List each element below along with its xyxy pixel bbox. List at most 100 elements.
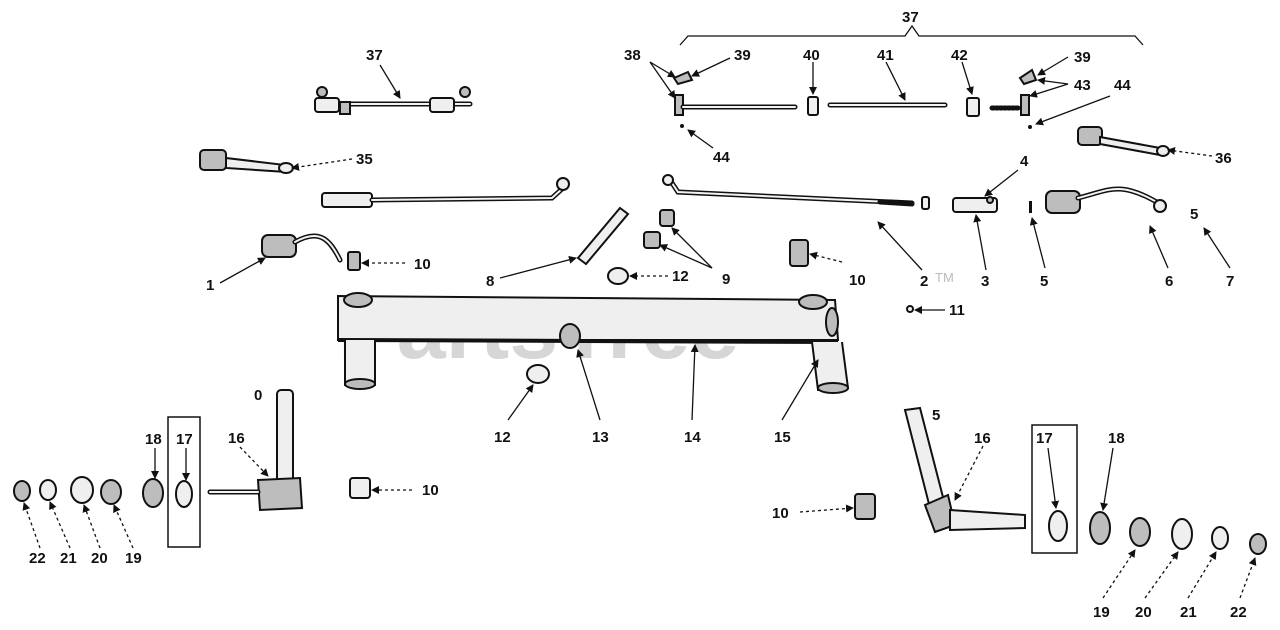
seal-box-right <box>1031 424 1078 554</box>
callout-41: 41 <box>877 47 894 64</box>
fitting-11 <box>906 305 914 313</box>
callout-35: 35 <box>356 151 373 168</box>
small-parts-top <box>347 206 914 313</box>
dust-cap-39-right <box>1018 68 1038 86</box>
spindle-left-assembly <box>13 389 371 548</box>
callout-20-left: 20 <box>91 550 108 567</box>
pivot-13 <box>559 323 581 349</box>
callout-3: 3 <box>981 273 989 290</box>
callout-5-alt: 5 <box>1190 206 1198 223</box>
drag-link <box>321 177 570 208</box>
callout-18-right: 18 <box>1108 430 1125 447</box>
drag-link-rod-2 <box>662 174 1032 213</box>
seal-17-left <box>175 480 193 508</box>
callout-42: 42 <box>951 47 968 64</box>
spindle-top-mark-left: 0 <box>254 387 262 404</box>
callout-15: 15 <box>774 429 791 446</box>
bearing-19-right <box>1129 517 1151 547</box>
callout-9: 9 <box>722 271 730 288</box>
callout-44-a: 44 <box>1114 77 1131 94</box>
washer-21-left <box>39 479 57 501</box>
callout-2: 2 <box>920 273 928 290</box>
bearing-19-left <box>100 479 122 505</box>
cotter-pin-44-left <box>680 124 684 128</box>
spindle-top-mark-right: 5 <box>932 407 940 424</box>
callout-17-left: 17 <box>176 431 193 448</box>
callout-21-right: 21 <box>1180 604 1197 621</box>
tie-rod-end-right <box>1020 94 1030 116</box>
bushing-10b <box>789 239 809 267</box>
callout-37-b: 37 <box>902 9 919 26</box>
callout-14: 14 <box>684 429 701 446</box>
dust-cap-39-left <box>672 70 694 86</box>
watermark-tm: TM <box>935 270 954 285</box>
bushing-9a <box>659 209 675 227</box>
spindle-arm-1 <box>261 233 343 263</box>
callout-13: 13 <box>592 429 609 446</box>
callout-38: 38 <box>624 47 641 64</box>
steering-arm-35 <box>199 149 294 174</box>
callout-36: 36 <box>1215 150 1232 167</box>
callout-21-left: 21 <box>60 550 77 567</box>
callout-17-right: 17 <box>1036 430 1053 447</box>
callout-39-b: 39 <box>1074 49 1091 66</box>
callout-20-right: 20 <box>1135 604 1152 621</box>
callout-10-a: 10 <box>414 256 431 273</box>
nut-22-right <box>1249 533 1267 555</box>
cotter-pin-44-right <box>1028 125 1032 129</box>
callout-11: 11 <box>949 302 965 319</box>
callout-40: 40 <box>803 47 820 64</box>
cup-20-right <box>1171 518 1193 550</box>
washer-21-right <box>1211 526 1229 550</box>
group-brace <box>679 24 1144 46</box>
bearing-18-right <box>1089 511 1111 545</box>
bushing-10c <box>349 477 371 499</box>
leader-lines <box>22 56 1257 599</box>
callout-1: 1 <box>206 277 214 294</box>
pin-5 <box>1029 201 1032 213</box>
spindle-right-assembly <box>854 406 1267 555</box>
pin-8 <box>576 206 630 266</box>
bearing-18-left <box>142 478 164 508</box>
callout-7: 7 <box>1226 273 1234 290</box>
callout-12-b: 12 <box>494 429 511 446</box>
callout-44-b: 44 <box>713 149 730 166</box>
callout-43: 43 <box>1074 77 1091 94</box>
callout-6: 6 <box>1165 273 1173 290</box>
callout-10-c: 10 <box>422 482 439 499</box>
washer-12b <box>526 364 550 384</box>
callout-10-d: 10 <box>772 505 789 522</box>
steering-arm-36 <box>1077 126 1170 157</box>
callout-5: 5 <box>1040 273 1048 290</box>
callout-10-b: 10 <box>849 272 866 289</box>
callout-16-right: 16 <box>974 430 991 447</box>
nut-22-left <box>13 480 31 502</box>
front-axle-beam <box>337 292 850 394</box>
clamp-42 <box>966 97 980 117</box>
callout-22-left: 22 <box>29 550 46 567</box>
sleeve-3 <box>952 197 998 213</box>
callout-labels: 1 2 3 4 5 6 7 5 8 9 10 10 10 10 11 12 12… <box>29 9 1247 621</box>
seal-box-left <box>167 416 201 548</box>
callout-37-a: 37 <box>366 47 383 64</box>
bushing-10d <box>854 493 876 520</box>
spindle-arm-6 <box>1045 186 1167 214</box>
bushing-10a <box>347 251 361 271</box>
callout-16-left: 16 <box>228 430 245 447</box>
callout-19-right: 19 <box>1093 604 1110 621</box>
washer-12a <box>607 267 629 285</box>
tie-rod-exploded-group <box>672 24 1144 129</box>
callout-8: 8 <box>486 273 494 290</box>
callout-12-a: 12 <box>672 268 689 285</box>
tie-rod-assembly <box>314 86 473 115</box>
bushing-9b <box>643 231 661 249</box>
callout-4: 4 <box>1020 153 1029 170</box>
clamp-40 <box>807 96 819 116</box>
seal-17-right <box>1048 510 1068 542</box>
fitting-4 <box>986 196 994 204</box>
callout-39-a: 39 <box>734 47 751 64</box>
callout-22-right: 22 <box>1230 604 1247 621</box>
cup-20-left <box>70 476 94 504</box>
callout-19-left: 19 <box>125 550 142 567</box>
